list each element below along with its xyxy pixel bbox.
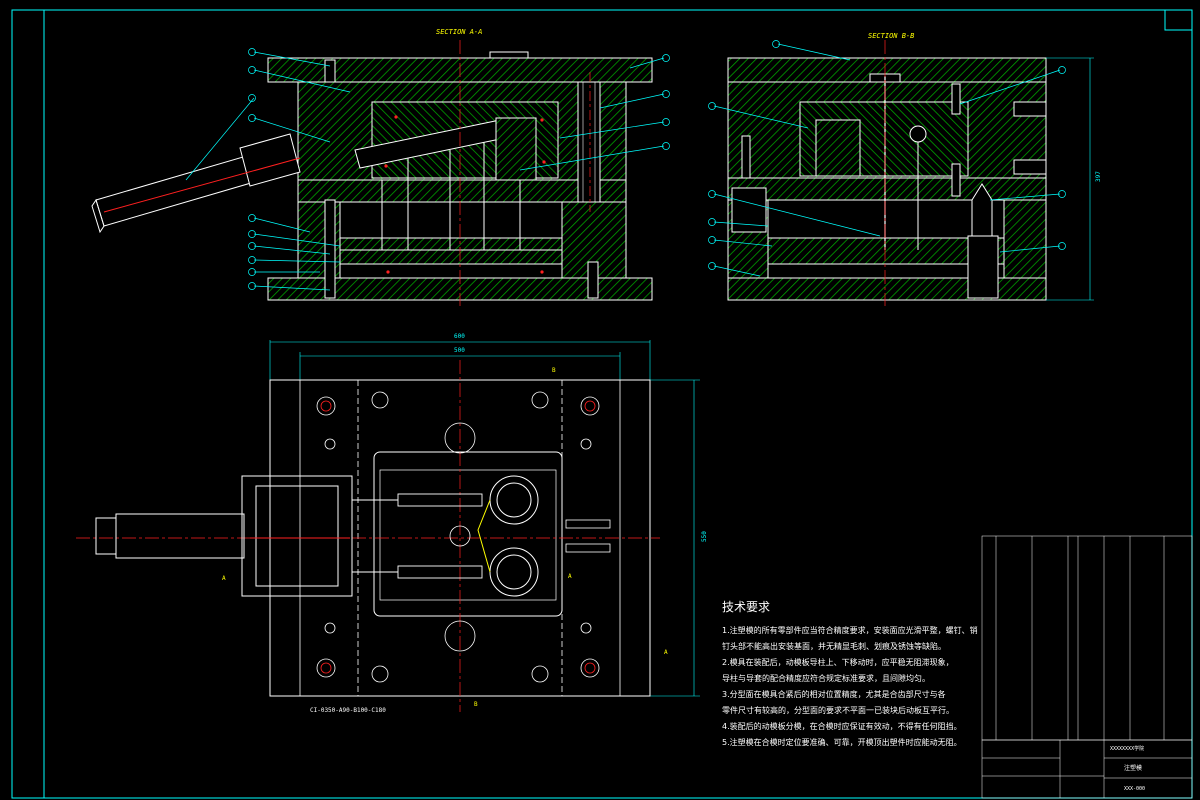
screw [587, 261, 599, 299]
screw-b [951, 163, 961, 197]
section-marker-a-mid: A [664, 649, 668, 656]
guide-pillar [577, 81, 601, 203]
bom-table [981, 535, 1193, 741]
section-b-title: SECTION B-B [868, 32, 914, 40]
screw [324, 59, 336, 83]
plan-view: 600 500 550 [76, 333, 708, 714]
cooling-hole [909, 125, 927, 143]
tech-requirements: 技术要求 1.注塑模的所有零部件应当符合精度要求，安装面应光滑平整，螺钉、销 钉… [722, 598, 978, 753]
tech-requirement-item: 钉头部不能高出安装基面，并无精显毛刺、划痕及锈蚀等缺陷。 [722, 642, 946, 651]
sprue-bushing-top [489, 51, 529, 59]
section-marker-a-right: A [568, 573, 572, 580]
title-block [981, 739, 1193, 799]
balloon-labels-a [248, 48, 670, 290]
screw [324, 199, 336, 299]
title-drawing-name: 注塑模 [1124, 764, 1142, 772]
support-plate [297, 179, 627, 203]
hydraulic-cylinder-a [91, 133, 301, 234]
screw-b [951, 83, 961, 115]
tech-requirement-item: 导柱与导套的配合精度应符合规定标准要求，且间隙均匀。 [722, 674, 930, 683]
section-a-view: SECTION A-A [91, 28, 670, 306]
hydraulic-cylinder-plan [95, 475, 353, 597]
tech-requirement-item: 5.注塑模在合模时定位要准确、可靠，开模顶出塑件时应能动无阻。 [722, 738, 962, 747]
ejector-rod-b [967, 235, 999, 299]
tech-requirement-item: 零件尺寸有较高的，分型面的要求不平面一已装块后动板互平行。 [722, 706, 954, 715]
section-marker-b-bottom: B [474, 701, 478, 708]
return-pin-b [971, 183, 993, 237]
screw-b [741, 135, 751, 179]
spacer-b-right [1003, 199, 1047, 279]
part-cavities [477, 475, 539, 597]
section-b-view: SECTION B-B 397 [708, 32, 1102, 306]
tech-requirement-item: 3.分型面在模具合紧后的相对位置精度，尤其是合齿部尺寸与各 [722, 690, 946, 699]
title-company: XXXXXXXX学院 [1110, 745, 1144, 752]
mold-code: CI-0350-A90-B100-C180 [310, 707, 386, 714]
tech-requirement-item: 4.装配后的动模板分模，在合模时应保证有效动，不得有任何阻挡。 [722, 722, 962, 731]
leader-lines-a [185, 51, 665, 291]
bottom-clamp-plate-b [727, 277, 1047, 301]
section-marker-b-top: B [552, 367, 556, 374]
ejector-plate [339, 249, 563, 265]
dim-plan-height: 550 [701, 531, 708, 542]
dim-inner-width: 500 [454, 347, 465, 354]
section-a-title: SECTION A-A [436, 28, 482, 36]
tech-requirement-item: 1.注塑模的所有零部件应当符合精度要求，安装面应光滑平整，螺钉、销 [722, 626, 978, 635]
tech-requirements-title: 技术要求 [722, 600, 771, 614]
corner-tab [1164, 9, 1193, 31]
ejector-plate-b [767, 237, 1005, 265]
ejector-retainer [339, 237, 563, 251]
support-plate-b [727, 177, 1047, 201]
inner-border [43, 9, 1193, 799]
slide-rods [352, 493, 483, 579]
cavity-block [373, 451, 563, 617]
screw-holes [316, 391, 600, 683]
core-insert [495, 117, 537, 181]
dim-overall-width: 600 [454, 333, 465, 340]
part-cavity-b [815, 119, 861, 177]
tech-requirement-item: 2.模具在装配后，动模板导柱上、下移动时，应平稳无阻滞现象， [722, 658, 954, 667]
section-marker-a-left: A [222, 575, 226, 582]
dim-height-b: 397 [1095, 171, 1102, 182]
title-drawing-no: XXX-000 [1124, 786, 1145, 792]
